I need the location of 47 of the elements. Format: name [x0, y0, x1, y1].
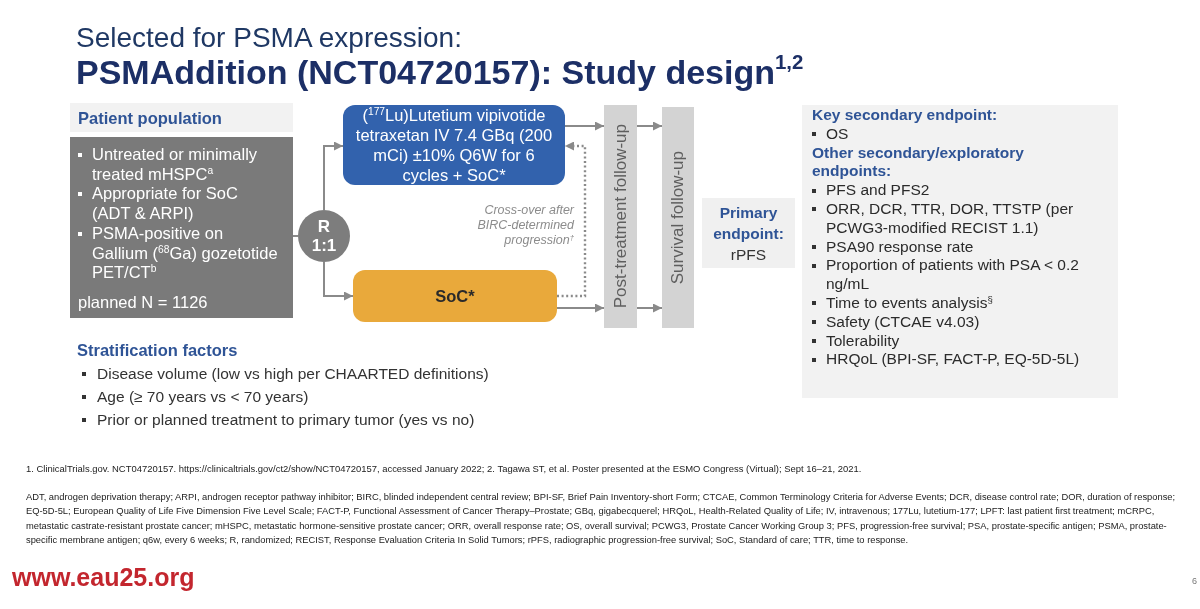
dashed-arrow	[557, 141, 587, 298]
title: PSMAddition (NCT04720157): Study design$^{1,2}$	[76, 53, 804, 91]
phase-bar	[604, 105, 637, 328]
arrow	[636, 303, 663, 313]
factor-text: Prior or planned treatment to primary tumor (yes vs no)	[97, 410, 475, 430]
phase-label: Post-treatment follow-up	[610, 124, 631, 309]
arrow	[556, 303, 605, 313]
subtitle: Selected for PSMA expression:	[76, 21, 462, 55]
section-heading: Other secondary/exploratory endpoints:	[812, 143, 1025, 182]
arrow	[323, 141, 344, 211]
randomization-circle	[298, 210, 350, 262]
randomization-label: R 1:1	[311, 217, 337, 255]
endpoints-panel	[802, 105, 1118, 398]
page-number: 6	[1192, 576, 1197, 587]
connector-line	[292, 235, 299, 237]
phase-bar	[662, 107, 694, 328]
endpoint-item: Proportion of patients with PSA < 0.2 ng/mL	[826, 256, 1080, 294]
web-address: www.eau25.org	[12, 562, 195, 592]
endpoint-item: Safety (CTCAE v4.03)	[826, 312, 980, 332]
endpoint-item: PFS and PFS2	[826, 181, 930, 200]
population-box	[70, 137, 293, 318]
reference-note: 1. ClinicalTrials.gov. NCT04720157. https://clinicaltrials.gov/ct2/show/NCT04720157, accessed January 2022; 2. Tagawa ST, et al. Poster presented at the ESMO Congress (Virtual); Sept 16–21, 2021.	[26, 462, 862, 476]
factor-text: Disease volume (low vs high per CHAARTED definitions)	[97, 364, 489, 384]
criterion-text: PSMA-positive on Gallium ($^{68}$Ga) gozetotide PET/CT$^{b}$	[92, 223, 279, 283]
criterion-text: Untreated or minimally treated mHSPC$^{a}$	[92, 145, 259, 185]
abbreviations-note: ADT, androgen deprivation therapy; ARPI, androgen receptor pathway inhibitor; BIRC, blinded independent central review; BPI-SF, Brief Pain Inventory-short Form; CTCAE, Common Terminology Criteria for Adverse Events; DCR, disease control rate; DOR, duration of response; EQ-5D-5L; European Quality of Life Five Dimension Five Level Scale; FACT-P, Functional Assessment of Cancer Therapy–Prostate; GBq, gigabecquerel; HRQoL, Health-Related Quality of Life; IV, intravenous; 177Lu, lutetium-177; LPFT: last patient first treatment; mCRPC, metastatic castrate-resistant prostate cancer; mHSPC, metastatic hormone-sensitive prostate cancer; ORR, overall response rate; OS, overall survival; PCWG3, Prostate Cancer Working Group 3; PFS, progression-free survival; PSA, prostate-specific antigen; PSMA, prostate-specific membrane antigen; q6w, every 6 weeks; R, randomized; RECIST, Response Evaluation Criteria In Solid Tumors; rPFS, radiographic progression-free survival; SoC, Standard of care; TTR, time to response.	[26, 491, 1177, 547]
sample-size-text: planned N = 1126	[78, 292, 208, 313]
phase-label: Survival follow-up	[668, 150, 688, 285]
section-heading: Patient population	[78, 107, 222, 128]
treatment-text: SoC*	[435, 286, 475, 306]
arrow	[636, 121, 663, 131]
arrow	[564, 121, 605, 131]
endpoint-value: rPFS	[730, 244, 767, 265]
endpoint-item: Time to events analysis$^{§}$	[826, 293, 993, 313]
endpoint-heading: Primary endpoint:	[712, 202, 785, 244]
arrow	[323, 261, 354, 301]
endpoint-item: OS	[826, 124, 849, 144]
endpoint-item: HRQoL (BPI-SF, FACT-P, EQ-5D-5L)	[826, 350, 1080, 370]
treatment-text: ($^{177}$Lu)Lutetium vipivotide tetraxetan IV 7.4 GBq (200 mCi) ±10% Q6W for 6 cycles + SoC*	[354, 105, 554, 185]
criterion-text: Appropriate for SoC (ADT & ARPI)	[92, 184, 239, 224]
treatment-box	[353, 270, 557, 322]
factor-text: Age (≥ 70 years vs < 70 years)	[97, 387, 309, 407]
section-heading: Key secondary endpoint:	[812, 106, 998, 125]
endpoint-item: PSA90 response rate	[826, 237, 974, 257]
endpoint-item: Tolerability	[826, 331, 900, 351]
endpoint-item: ORR, DCR, TTR, DOR, TTSTP (per PCWG3-modified RECIST 1.1)	[826, 200, 1075, 238]
section-heading: Stratification factors	[77, 340, 238, 361]
